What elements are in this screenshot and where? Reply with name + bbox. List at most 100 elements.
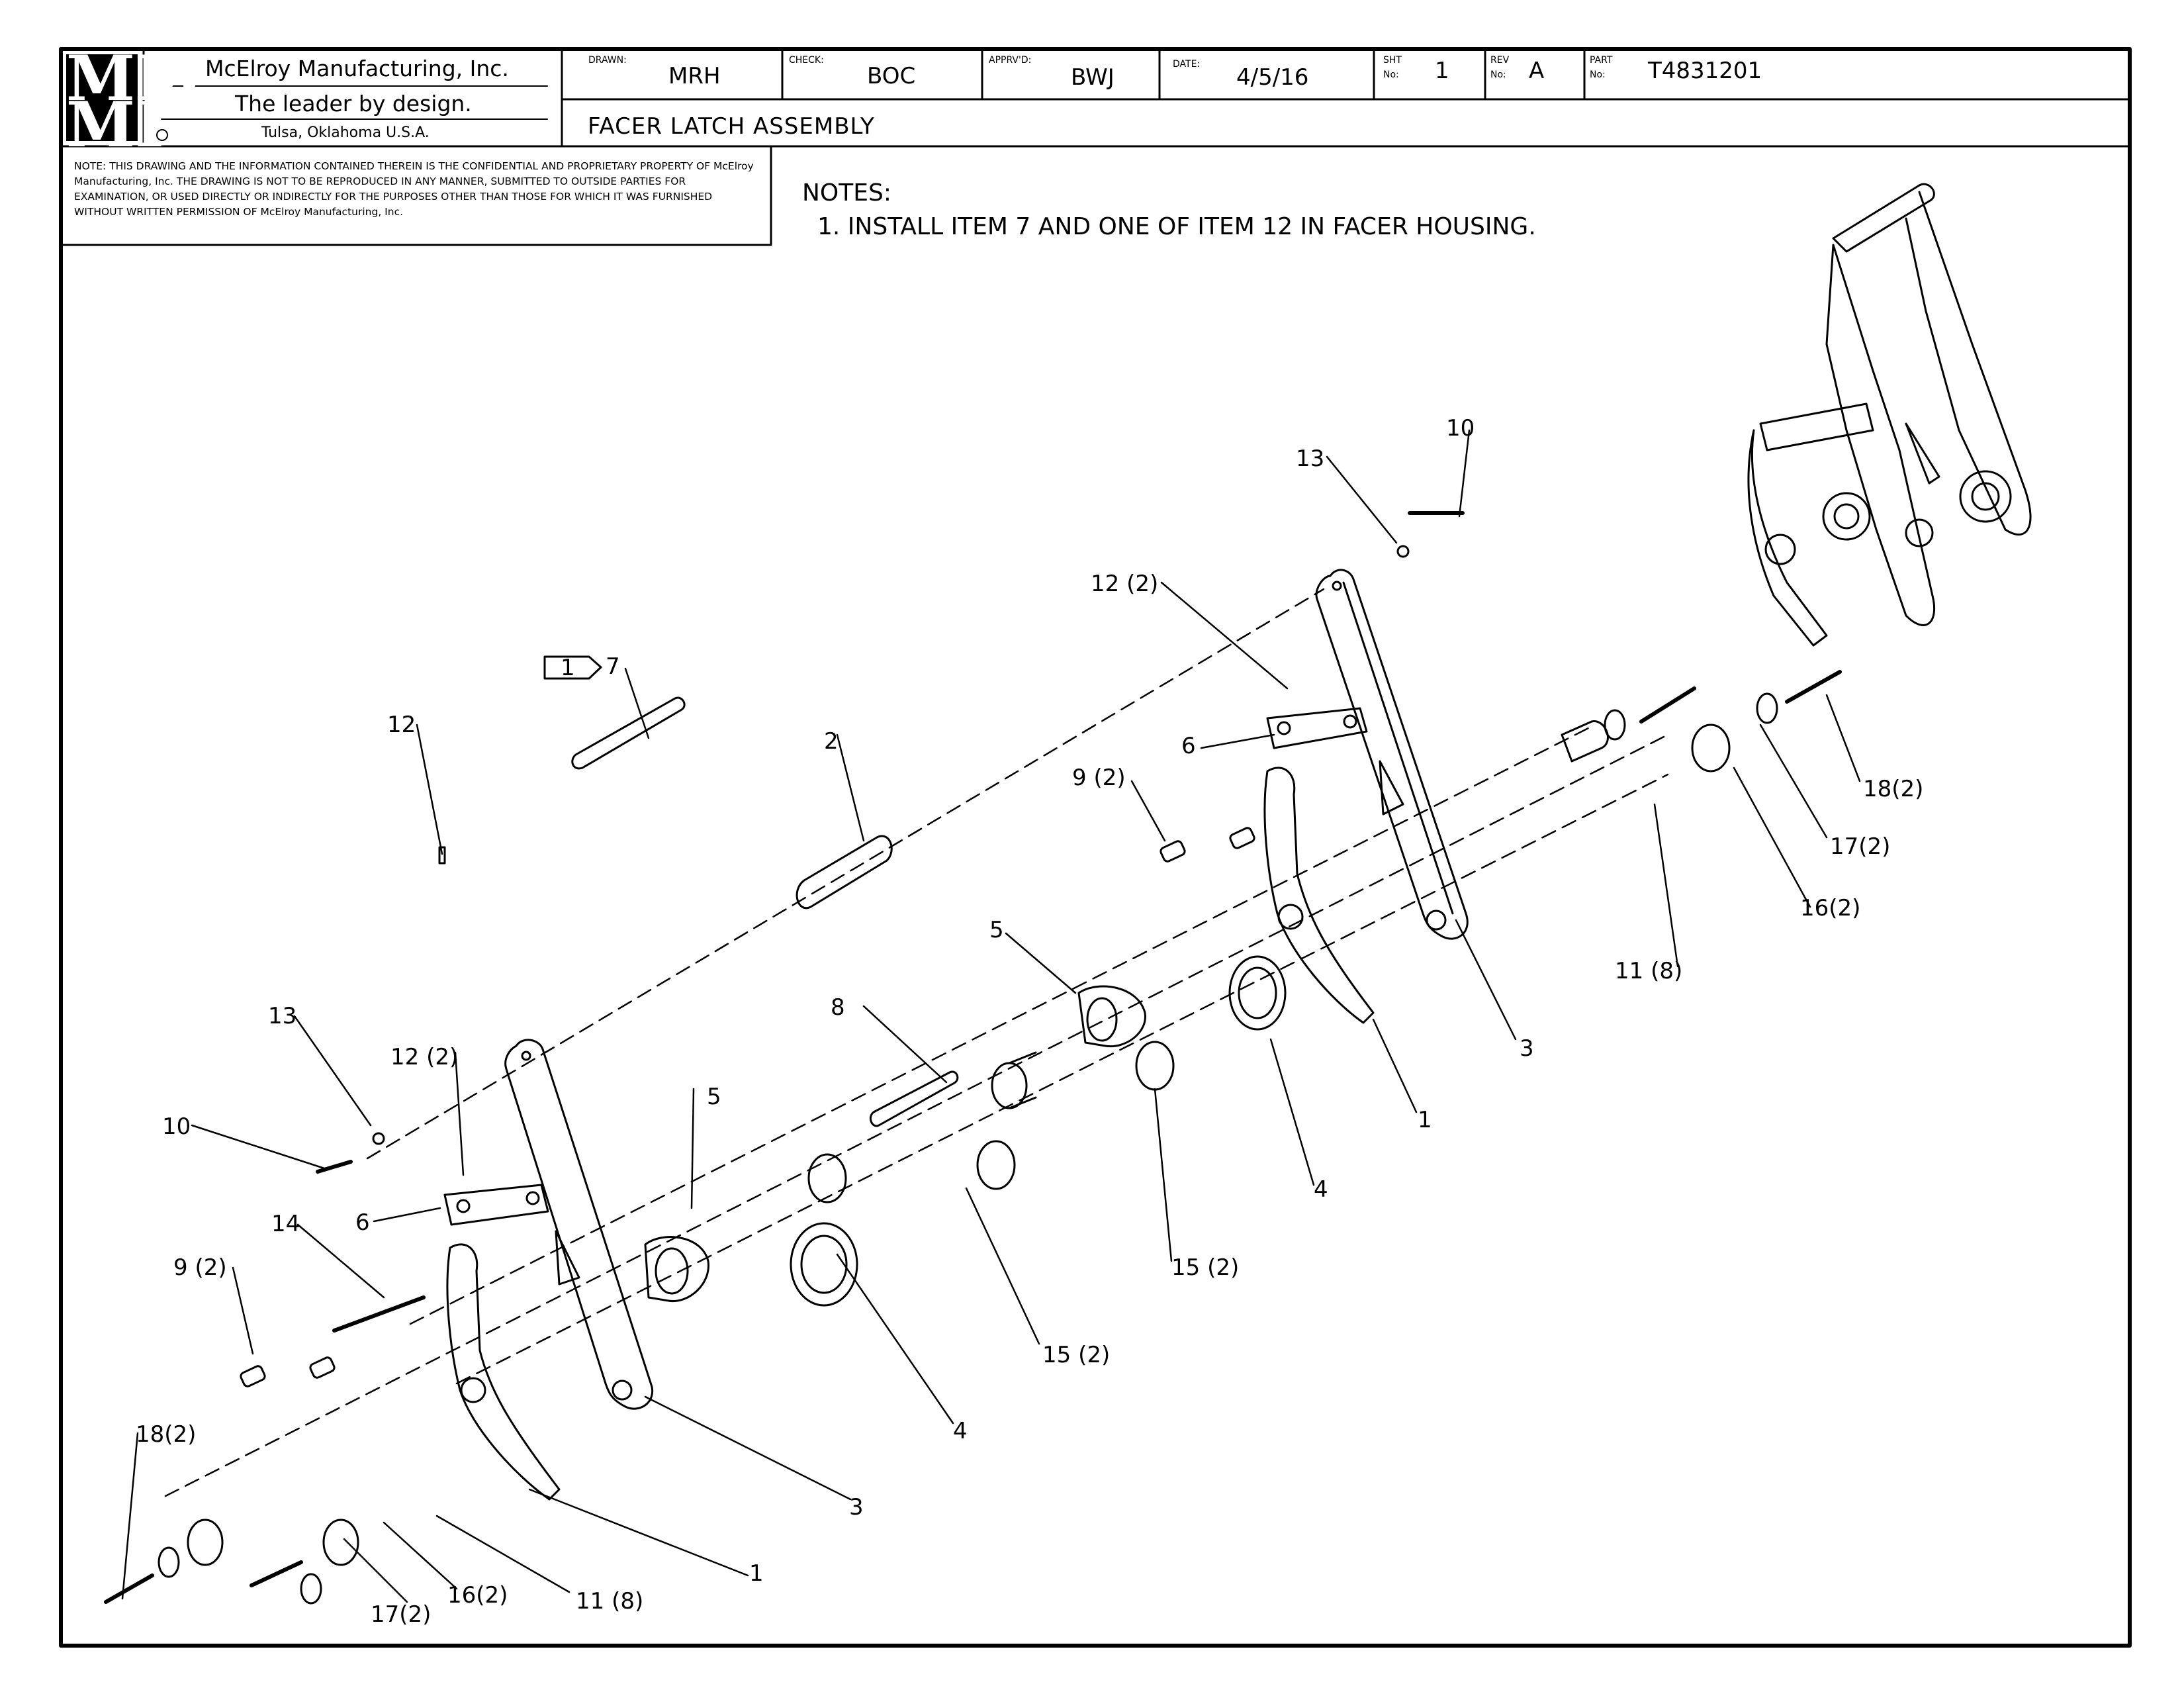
- callout-item-16-right: 16(2): [1800, 895, 1861, 921]
- lower-sleeve-15a: [807, 1153, 847, 1203]
- company-logo: [66, 54, 138, 141]
- callout-item-1-lower: 1: [749, 1560, 764, 1587]
- callout-item-13-lower: 13: [268, 1003, 297, 1029]
- lower-bolt-18a: [104, 1573, 154, 1604]
- callout-item-11-right: 11 (8): [1615, 958, 1683, 984]
- callout-item-7: 7: [606, 653, 620, 680]
- upper-ring-17a: [1604, 709, 1626, 741]
- lower-pin-9a: [240, 1365, 266, 1387]
- assembled-view: [1747, 183, 2032, 647]
- upper-sleeve-15b: [991, 1062, 1028, 1109]
- upper-bolt-18a: [1639, 686, 1696, 724]
- drawn-label: DRAWN:: [588, 55, 627, 66]
- upper-ring-17b: [1756, 692, 1778, 724]
- lower-ring-17a: [158, 1546, 180, 1578]
- lower-spacer-16a: [187, 1519, 224, 1566]
- upper-assembly-parts: [438, 511, 1842, 1127]
- check-label: CHECK:: [789, 55, 824, 66]
- notes-heading: NOTES:: [802, 179, 891, 207]
- upper-link-3: [1315, 569, 1469, 940]
- lower-link-3: [504, 1039, 654, 1410]
- callout-item-4-lower: 4: [953, 1418, 968, 1444]
- callout-item-10-upper: 10: [1446, 415, 1475, 442]
- company-name: McElroy Manufacturing, Inc.: [205, 56, 509, 81]
- sheet-value: 1: [1435, 58, 1449, 84]
- approved-label: APPRV'D:: [989, 55, 1032, 66]
- callout-item-9-upper: 9 (2): [1072, 765, 1126, 791]
- part-label-1: PART: [1590, 55, 1613, 66]
- callout-item-17-right: 17(2): [1830, 833, 1891, 860]
- callout-item-12-upper: 12 (2): [1091, 571, 1159, 597]
- lower-bushing-4: [790, 1222, 858, 1307]
- callout-item-5-upper: 5: [989, 917, 1004, 943]
- drawing-border: [59, 47, 2132, 1648]
- bolt-14: [332, 1295, 426, 1333]
- company-city: Tulsa, Oklahoma U.S.A.: [261, 124, 430, 141]
- sheet-label-1: SHT: [1383, 55, 1402, 66]
- lower-bolt-10: [316, 1160, 353, 1174]
- callout-item-15-lower: 15 (2): [1042, 1342, 1111, 1368]
- upper-collar-5: [1077, 985, 1146, 1048]
- callout-item-12: 12: [387, 712, 416, 738]
- callout-item-17-left: 17(2): [371, 1601, 432, 1628]
- callout-item-12-lower: 12 (2): [390, 1044, 459, 1070]
- rev-label-2: No:: [1490, 70, 1506, 80]
- drawing-title: FACER LATCH ASSEMBLY: [588, 113, 875, 140]
- upper-spacer-16a: [1561, 720, 1609, 763]
- lower-collar-5: [644, 1236, 709, 1303]
- lower-assembly-parts: [104, 827, 1255, 1605]
- callout-item-14: 14: [271, 1211, 300, 1237]
- lower-spacer-16b: [322, 1519, 359, 1566]
- rev-label-1: REV: [1490, 55, 1510, 66]
- lower-ring-17b: [300, 1573, 322, 1605]
- callout-item-13-upper: 13: [1296, 445, 1325, 472]
- callout-item-16-left: 16(2): [447, 1582, 508, 1609]
- lower-sleeve-15b: [976, 1140, 1016, 1190]
- callout-item-8: 8: [831, 994, 845, 1021]
- upper-arm-1: [1263, 767, 1375, 1024]
- part-number: T4831201: [1648, 58, 1762, 84]
- callout-item-1-right: 1: [1418, 1107, 1432, 1133]
- callout-item-10-lower: 10: [162, 1113, 191, 1140]
- upper-bushing-4: [1228, 955, 1287, 1031]
- logo-top-letters: MM: [66, 42, 205, 115]
- company-tagline: The leader by design.: [235, 91, 472, 117]
- check-value: BOC: [867, 63, 916, 89]
- lower-washer-13: [372, 1132, 385, 1145]
- drawn-value: MRH: [668, 63, 721, 89]
- tube-2: [796, 835, 893, 910]
- upper-bolt-18b: [1785, 670, 1842, 704]
- callout-item-4-right: 4: [1314, 1176, 1328, 1203]
- lower-bolt-18b: [250, 1560, 303, 1587]
- note-flag-number: 1: [561, 655, 575, 681]
- part-label-2: No:: [1590, 70, 1606, 80]
- lower-block-6: [443, 1184, 549, 1226]
- lower-pin-9b: [309, 1356, 336, 1379]
- callout-item-18-right: 18(2): [1863, 776, 1924, 802]
- upper-block-6: [1266, 707, 1368, 749]
- sheet-label-2: No:: [1383, 70, 1399, 80]
- callout-item-11-left: 11 (8): [576, 1588, 644, 1615]
- leader-lines: [121, 429, 1861, 1603]
- callout-item-3-right: 3: [1520, 1035, 1534, 1062]
- upper-sleeve-15a: [1135, 1041, 1175, 1091]
- callout-item-15-right: 15 (2): [1171, 1254, 1240, 1281]
- confidential-note: NOTE: THIS DRAWING AND THE INFORMATION C…: [74, 160, 754, 218]
- lower-arm-1: [446, 1243, 561, 1501]
- dowel-12: [438, 846, 446, 865]
- callout-item-6-upper: 6: [1181, 733, 1196, 759]
- approved-value: BWJ: [1071, 64, 1115, 91]
- callout-item-5-lower: 5: [707, 1084, 721, 1110]
- rod-7: [571, 696, 686, 770]
- rev-value: A: [1529, 58, 1545, 84]
- upper-pin-9a: [1160, 840, 1186, 863]
- note-flag: [543, 655, 602, 680]
- date-value: 4/5/16: [1236, 64, 1309, 91]
- callout-item-9-lower: 9 (2): [173, 1254, 227, 1281]
- registered-mark: [156, 129, 168, 141]
- upper-spacer-16b: [1691, 724, 1731, 773]
- callout-item-3-lower: 3: [849, 1494, 864, 1521]
- upper-washer-13: [1396, 545, 1410, 558]
- date-label: DATE:: [1173, 59, 1201, 70]
